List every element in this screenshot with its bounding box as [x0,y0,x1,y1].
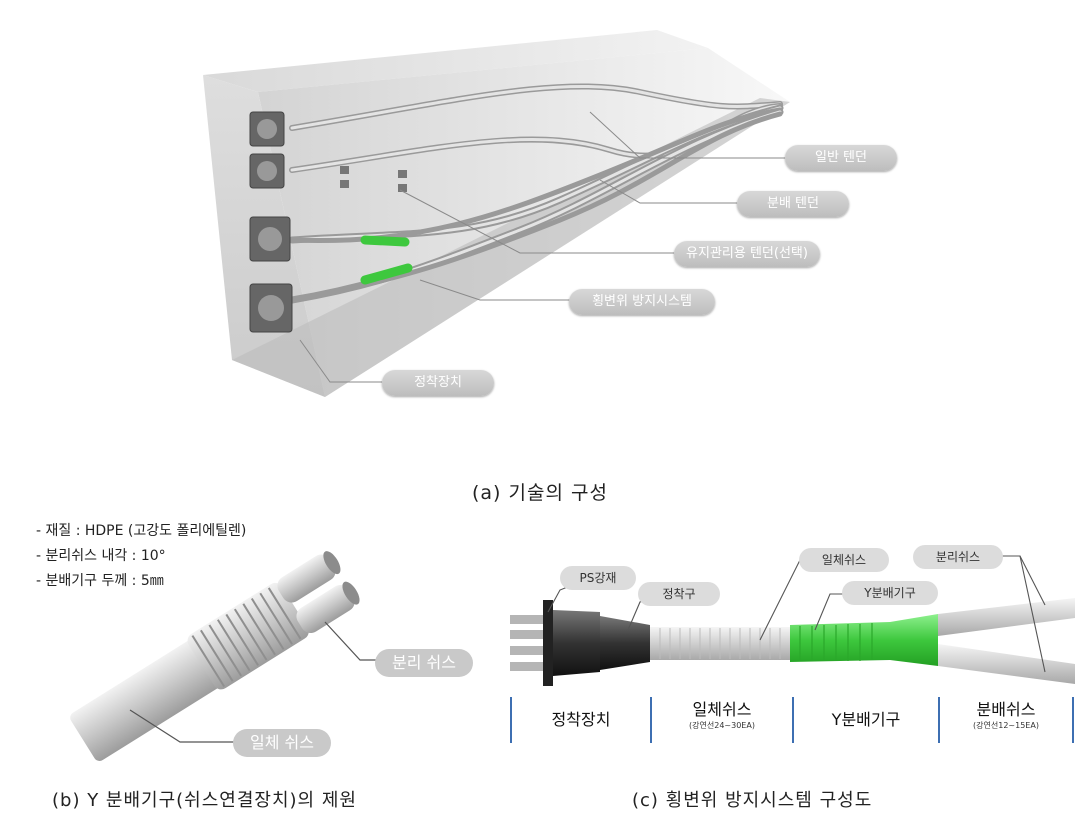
label-integrated-sheath-c: 일체쉬스 [799,548,889,572]
label-split-sheath: 분리 쉬스 [375,649,473,677]
section-divider [510,697,512,743]
label-integrated-sheath: 일체 쉬스 [233,729,331,757]
section-anchorage: 정착장치 [512,693,650,749]
section-subtitle: (강연선12~15EA) [973,721,1039,730]
spec-angle: - 분리쉬스 내각 : 10° [36,548,166,564]
section-divider [650,697,652,743]
section-title: 분배쉬스 [976,700,1036,719]
section-title: 일체쉬스 [692,700,752,719]
section-divider [792,697,794,743]
label-general-tendon: 일반 텐던 [785,145,897,171]
label-ps-steel: PS강재 [560,566,636,590]
label-maintenance-tendon: 유지관리용 텐던(선택) [674,241,820,267]
caption-c: (c) 횡변위 방지시스템 구성도 [632,790,873,811]
spec-material: - 재질 : HDPE (고강도 폴리에틸렌) [36,523,247,539]
label-lateral-prevention: 횡변위 방지시스템 [569,289,715,315]
section-divider [1072,697,1074,743]
section-subtitle: (강연선24~30EA) [689,721,755,730]
caption-a: (a) 기술의 구성 [472,482,608,504]
section-distribution-sheath: 분배쉬스 (강연선12~15EA) [940,693,1072,749]
label-anchor-head: 정착구 [638,582,720,606]
beam-illustration [203,30,790,397]
section-integrated-sheath: 일체쉬스 (강연선24~30EA) [652,693,792,749]
label-anchorage: 정착장치 [382,370,494,396]
section-y-distributor: Y분배기구 [794,693,938,749]
label-distribution-tendon: 분배 텐던 [737,191,849,217]
label-y-distributor: Y분배기구 [842,581,938,605]
section-title: 정착장치 [551,710,611,729]
section-title: Y분배기구 [831,710,901,729]
caption-b: (b) Y 분배기구(쉬스연결장치)의 제원 [52,790,357,811]
label-split-sheath-c: 분리쉬스 [913,545,1003,569]
spec-thickness: - 분배기구 두께 : 5㎜ [36,573,164,589]
section-divider [938,697,940,743]
